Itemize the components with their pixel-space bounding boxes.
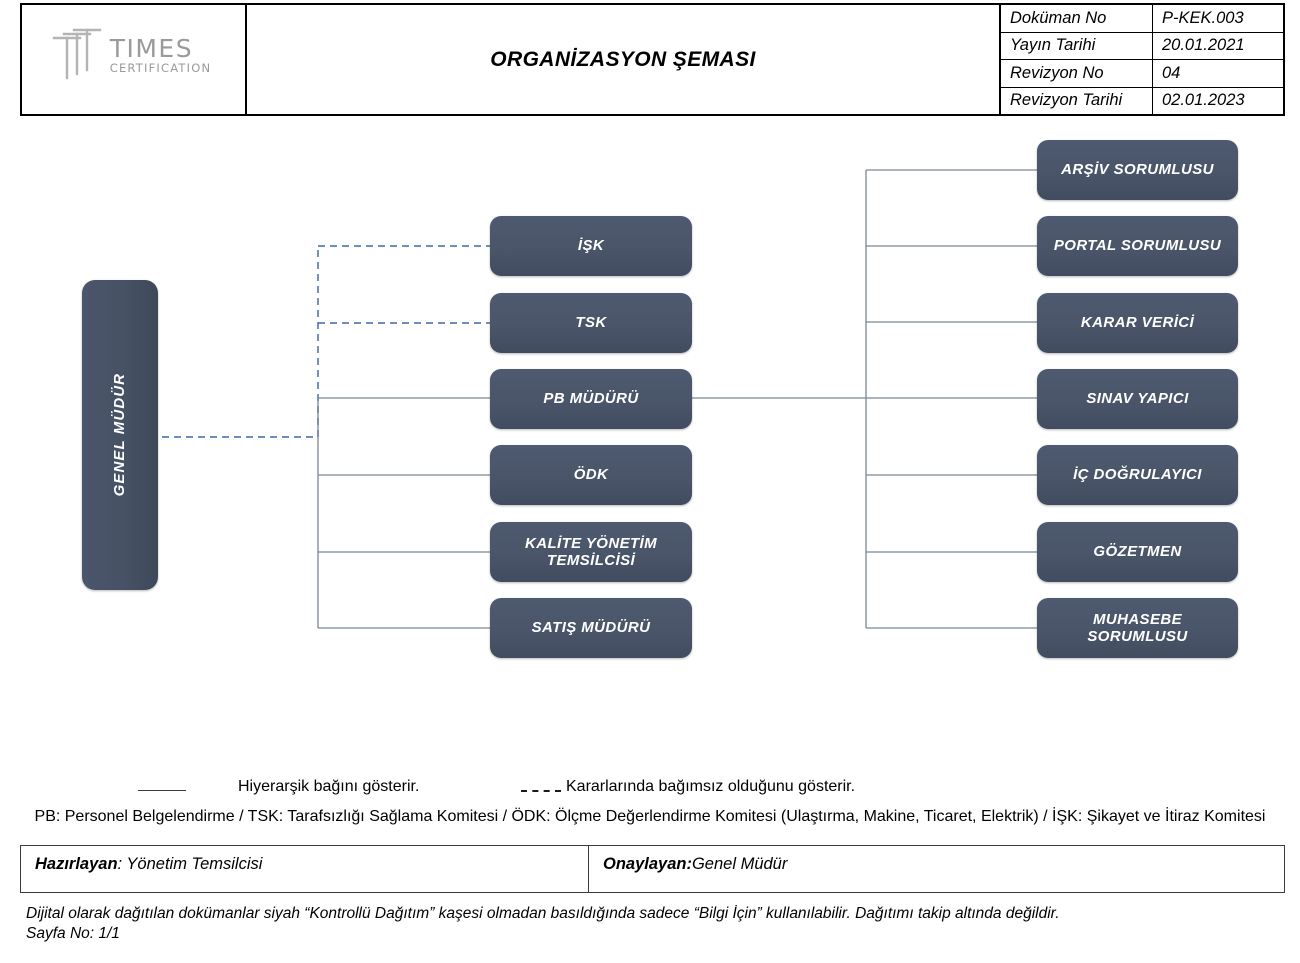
chart-legend: Hiyerarşik bağını gösterir. Kararlarında…	[0, 778, 1300, 804]
meta-row: Revizyon Tarihi 02.01.2023	[1001, 87, 1283, 114]
company-logo: TIMES CERTIFICATION	[50, 28, 218, 84]
prepared-by-value: : Yönetim Temsilcisi	[117, 854, 263, 873]
prepared-by-cell: Hazırlayan: Yönetim Temsilcisi	[21, 846, 589, 892]
meta-value-document-no: P-KEK.003	[1162, 8, 1244, 27]
node-sinav-yapici[interactable]: SINAV YAPICI	[1037, 369, 1238, 429]
node-arsiv-sorumlusu[interactable]: ARŞİV SORUMLUSU	[1037, 140, 1238, 200]
signature-table: Hazırlayan: Yönetim Temsilcisi Onaylayan…	[20, 845, 1285, 893]
times-triple-t-mark	[52, 28, 101, 79]
node-portal-sorumlusu[interactable]: PORTAL SORUMLUSU	[1037, 216, 1238, 276]
node-label: GENEL MÜDÜR	[111, 373, 129, 497]
node-ic-dogrulayici[interactable]: İÇ DOĞRULAYICI	[1037, 445, 1238, 505]
node-muhasebe-sorumlusu[interactable]: MUHASEBE SORUMLUSU	[1037, 598, 1238, 658]
document-header-table: TIMES CERTIFICATION ORGANİZASYON ŞEMASI …	[20, 3, 1285, 116]
node-isk[interactable]: İŞK	[490, 216, 692, 276]
node-gozetmen[interactable]: GÖZETMEN	[1037, 522, 1238, 582]
logo-cell: TIMES CERTIFICATION	[22, 5, 247, 114]
node-karar-verici[interactable]: KARAR VERİCİ	[1037, 293, 1238, 353]
meta-key-publish-date: Yayın Tarihi	[1001, 32, 1153, 59]
page-number: Sayfa No: 1/1	[26, 925, 120, 942]
meta-row: Yayın Tarihi 20.01.2021	[1001, 32, 1283, 60]
legend-solid-label: Hiyerarşik bağını gösterir.	[238, 778, 420, 795]
meta-row: Doküman No P-KEK.003	[1001, 5, 1283, 33]
meta-key-revision-date: Revizyon Tarihi	[1001, 87, 1153, 114]
meta-key-document-no: Doküman No	[1001, 5, 1153, 32]
title-cell: ORGANİZASYON ŞEMASI	[247, 5, 1001, 114]
approved-by-value: Genel Müdür	[691, 854, 788, 873]
meta-value-publish-date: 20.01.2021	[1162, 36, 1245, 55]
node-odk[interactable]: ÖDK	[490, 445, 692, 505]
legend-dashed-line-sample	[521, 790, 561, 792]
node-genel-mudur[interactable]: GENEL MÜDÜR	[82, 280, 158, 590]
meta-value-revision-date: 02.01.2023	[1162, 91, 1245, 110]
abbreviations-line: PB: Personel Belgelendirme / TSK: Tarafs…	[34, 808, 1266, 825]
node-kalite-yonetim-temsilcisi[interactable]: KALİTE YÖNETİM TEMSİLCİSİ	[490, 522, 692, 582]
node-satis-muduru[interactable]: SATIŞ MÜDÜRÜ	[490, 598, 692, 658]
meta-value-revision-no: 04	[1162, 63, 1181, 82]
prepared-by-label: Hazırlayan	[35, 854, 118, 873]
meta-row: Revizyon No 04	[1001, 60, 1283, 88]
node-tsk[interactable]: TSK	[490, 293, 692, 353]
page-title: ORGANİZASYON ŞEMASI	[490, 47, 756, 71]
approved-by-label: Onaylayan:	[603, 854, 692, 873]
legend-dashed-label: Kararlarında bağımsız olduğunu gösterir.	[566, 778, 856, 795]
meta-key-revision-no: Revizyon No	[1001, 60, 1153, 87]
approved-by-cell: Onaylayan: Genel Müdür	[589, 846, 1284, 892]
logo-text-certification: CERTIFICATION	[109, 61, 212, 76]
node-pb-muduru[interactable]: PB MÜDÜRÜ	[490, 369, 692, 429]
org-chart: GENEL MÜDÜR İŞK TSK PB MÜDÜRÜ ÖDK KALİTE…	[0, 116, 1300, 776]
legend-solid-line-sample	[138, 790, 186, 791]
logo-text-times: TIMES	[109, 34, 194, 64]
document-meta-table: Doküman No P-KEK.003 Yayın Tarihi 20.01.…	[1001, 5, 1283, 114]
org-chart-connectors	[150, 169, 1037, 629]
footer-disclaimer: Dijital olarak dağıtılan dokümanlar siya…	[26, 905, 1060, 922]
